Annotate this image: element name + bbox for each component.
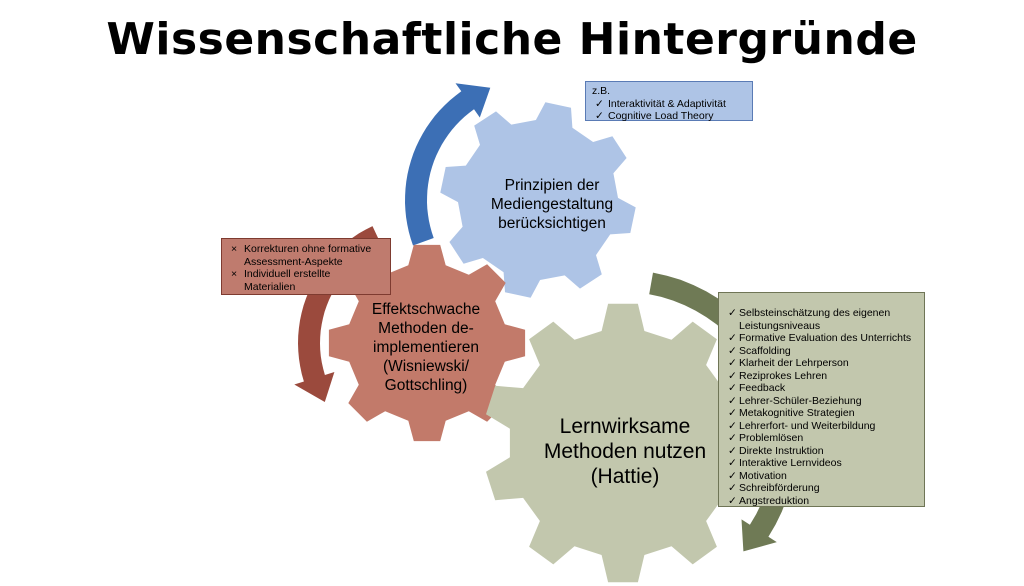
list-item-text: Problemlösen [739,432,804,444]
gear-green [486,303,760,583]
check-icon: ✓ [728,469,737,482]
list-item: ✓Lehrer-Schüler-Beziehung [725,395,918,408]
list-item: ✓Klarheit der Lehrperson [725,357,918,370]
note-blue-heading: z.B. [592,85,611,97]
list-item-text: Formative Evaluation des Unterrichts [739,332,912,344]
check-icon: ✓ [728,382,737,394]
check-icon: ✓ [728,482,737,494]
note-blue-examples: z.B. ✓ Interaktivität & Adaptivität ✓ Cogn… [585,81,753,123]
note-red-items: × Korrekturen ohne formative Assessment-A… [228,243,384,293]
list-item-text: Klarheit der Lehrperson [739,357,849,369]
cross-icon: × [231,243,238,255]
check-icon: ✓ [728,444,737,457]
check-icon: ✓ [728,344,737,357]
check-icon: ✓ [595,110,604,122]
note-green-items: ✓Selbsteinschätzung des eigenen Leistung… [725,307,918,507]
list-item-text: Metakognitive Strategien [739,407,855,419]
gear-red-line: (Wisniewski/ [382,358,470,375]
gear-blue-line: Prinzipien der [504,177,600,194]
gear-blue-label: Prinzipien der Mediengestaltung berücksi… [458,176,646,233]
list-item-text: Cognitive Load Theory [608,110,714,122]
check-icon: ✓ [728,369,737,382]
arrow-red-cycle [294,226,382,402]
check-icon: ✓ [728,494,737,507]
list-item: × Individuell erstellte Materialien [228,268,384,293]
list-item: ✓Formative Evaluation des Unterrichts [725,332,918,345]
list-item: ✓Scaffolding [725,345,918,358]
gear-red-line: Gottschling) [384,377,468,394]
list-item: ✓ Interaktivität & Adaptivität [592,98,746,111]
check-icon: ✓ [728,307,737,319]
gear-red-label: Effektschwache Methoden de- implementier… [332,300,520,395]
gear-green-line: Methoden nutzen [543,440,707,463]
list-item: ✓Problemlösen [725,432,918,445]
check-icon: ✓ [728,457,737,469]
list-item-text: Direkte Instruktion [739,444,824,457]
list-item-text: Motivation [739,469,787,482]
list-item: ✓Direkte Instruktion [725,445,918,458]
gear-blue-line: Mediengestaltung [490,196,614,213]
list-item: ✓Feedback [725,382,918,395]
list-item: ✓Selbsteinschätzung des eigenen Leistung… [725,307,918,332]
list-item-text: Interaktivität & Adaptivität [608,97,726,110]
arrow-blue-cycle [405,83,491,246]
list-item-text: Individuell erstellte Materialien [244,268,331,293]
gear-red-line: implementieren [373,339,479,356]
gear-red-line: Effektschwache [371,301,481,318]
list-item-text: Reziprokes Lehren [739,369,828,382]
gear-blue-line: berücksichtigen [498,215,606,232]
list-item: ✓Motivation [725,470,918,483]
list-item: ✓Interaktive Lernvideos [725,457,918,470]
gear-green-label: Lernwirksame Methoden nutzen (Hattie) [520,414,730,489]
check-icon: ✓ [728,419,737,432]
list-item-text: Lehrerfort- und Weiterbildung [739,419,876,432]
check-icon: ✓ [728,357,737,369]
list-item-text: Scaffolding [739,344,791,357]
gear-red-line: Methoden de- [378,320,474,337]
check-icon: ✓ [728,394,737,407]
check-icon: ✓ [728,432,737,444]
gear-green-line: (Hattie) [590,465,660,488]
note-red-list: × Korrekturen ohne formative Assessment-A… [221,238,391,295]
gear-green-line: Lernwirksame [559,415,691,438]
list-item: ✓Angstreduktion [725,495,918,508]
list-item-text: Korrekturen ohne formative Assessment-As… [244,243,372,268]
cross-icon: × [231,268,238,280]
list-item: ✓Lehrerfort- und Weiterbildung [725,420,918,433]
note-green-list: ✓Selbsteinschätzung des eigenen Leistung… [718,292,925,507]
check-icon: ✓ [728,407,737,419]
check-icon: ✓ [728,332,737,344]
list-item: ✓ Cognitive Load Theory [592,110,746,123]
list-item: × Korrekturen ohne formative Assessment-A… [228,243,384,268]
list-item: ✓Metakognitive Strategien [725,407,918,420]
list-item: ✓Schreibförderung [725,482,918,495]
gear-blue [440,102,636,298]
list-item-text: Interaktive Lernvideos [739,457,842,469]
list-item-text: Feedback [739,382,786,394]
list-item-text: Selbsteinschätzung des eigenen Leistungs… [739,307,891,332]
check-icon: ✓ [595,97,604,110]
list-item-text: Lehrer-Schüler-Beziehung [739,394,862,407]
list-item-text: Schreibförderung [739,482,820,494]
page-title: Wissenschaftliche Hintergründe [106,14,918,65]
list-item-text: Angstreduktion [739,494,810,507]
note-blue-list: ✓ Interaktivität & Adaptivität ✓ Cognitive… [592,98,746,123]
list-item: ✓Reziprokes Lehren [725,370,918,383]
